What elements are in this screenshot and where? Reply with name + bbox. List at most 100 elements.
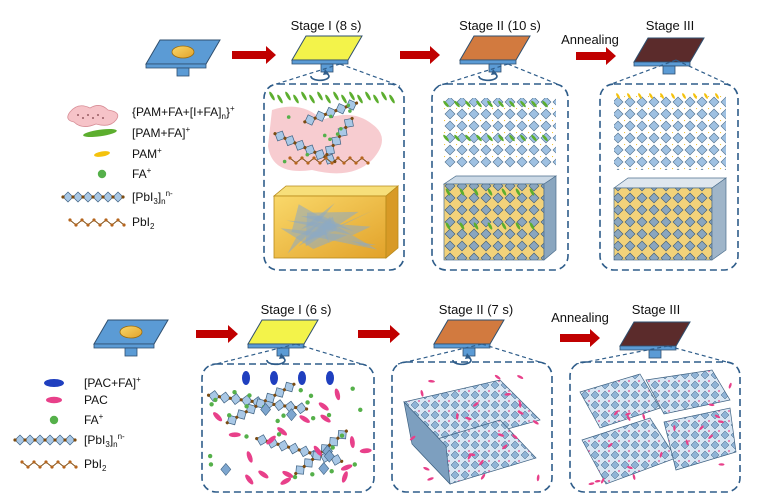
annealing-label-top: Annealing — [561, 32, 619, 47]
legend-label: PbI2 — [84, 457, 107, 473]
substrate-with-droplet-bottom — [93, 319, 169, 357]
pam-leaf — [515, 222, 521, 230]
fa-dot — [244, 434, 249, 439]
pam-leaf — [443, 134, 449, 142]
pac-ellipse — [502, 444, 508, 450]
octahedron — [323, 449, 335, 463]
pac-ellipse — [282, 470, 294, 478]
fa-dot — [339, 126, 343, 131]
fa-dot — [213, 397, 218, 403]
pac-ellipse — [626, 466, 633, 469]
spin-icon-bottom-1 — [266, 353, 286, 366]
stage-label-top-1: Stage I (8 s) — [291, 18, 362, 33]
pac-ellipse — [299, 415, 310, 423]
pam-leaf — [529, 188, 535, 196]
stage-label-bottom-3: Stage III — [632, 302, 680, 317]
legend-label: [PbI3]nn- — [84, 432, 125, 449]
fa-dot — [326, 412, 332, 418]
pac-ellipse — [242, 371, 250, 385]
magenta-ellipse-icon — [46, 396, 62, 404]
connector-bottom-1a — [207, 343, 297, 367]
pam-leaf — [277, 94, 283, 104]
connector-bottom-3b — [667, 345, 735, 365]
connector-top-2a — [437, 63, 509, 87]
pac-ellipse — [625, 412, 631, 416]
arrow-top-1 — [232, 46, 276, 64]
fa-dot — [350, 386, 355, 391]
pam-leaf — [309, 94, 315, 104]
legend-item-top-3: FA+ — [97, 166, 152, 181]
fa-dot — [346, 103, 351, 108]
pac-ellipse — [673, 425, 676, 432]
pam-leaf — [349, 91, 355, 101]
pac-ellipse — [728, 382, 732, 389]
panel-bottom-stage3-content — [579, 369, 737, 486]
legend-item-bottom-3: [PbI3]nn- — [13, 432, 125, 449]
pac-ellipse — [632, 474, 636, 480]
pac-ellipse — [594, 479, 601, 483]
yellow-leaf-icon — [94, 151, 110, 157]
pam-leaf — [529, 222, 535, 230]
pac-ellipse — [600, 478, 605, 484]
pac-ellipse — [497, 433, 505, 437]
pac-ellipse — [468, 453, 476, 457]
arrow-bottom-3 — [560, 329, 600, 347]
fa-dot — [208, 462, 214, 467]
pac-ellipse — [213, 412, 223, 422]
pam-leaf — [671, 93, 675, 99]
pac-ellipse — [266, 435, 276, 445]
legend-item-bottom-0: [PAC+FA]+ — [44, 375, 141, 390]
pam-leaf — [542, 134, 548, 142]
pac-ellipse — [428, 379, 435, 383]
green-leaf-icon — [83, 128, 117, 138]
spin-icon-top-1 — [310, 69, 330, 82]
fa-dot — [244, 404, 249, 409]
pac-ellipse — [228, 432, 241, 438]
fa-dot — [329, 114, 333, 119]
pac-ellipse — [473, 402, 479, 407]
fa-dot — [286, 115, 291, 119]
connector-bottom-1b — [295, 343, 369, 367]
pam-leaf — [515, 188, 521, 196]
pam-leaf — [520, 134, 526, 142]
octa-grid — [614, 96, 726, 170]
pam-leaf — [333, 91, 339, 101]
pac-ellipse — [532, 420, 539, 425]
pam-leaf — [682, 93, 686, 99]
pam-leaf — [660, 93, 664, 99]
substrate-with-droplet-top — [145, 39, 221, 77]
pac-ellipse — [708, 403, 715, 407]
film-stage2-top — [459, 35, 531, 73]
pam-leaf — [459, 188, 465, 196]
pac-ellipse — [504, 392, 512, 396]
film-stage3-bottom — [619, 321, 691, 359]
fa-dot — [227, 413, 232, 418]
fa-dot — [275, 418, 280, 424]
pam-leaf — [301, 91, 307, 101]
pam-leaf — [487, 100, 493, 108]
legend-label: [PbI3]nn- — [132, 189, 173, 206]
arrow-bottom-2 — [358, 325, 400, 343]
film-stage1-bottom — [247, 319, 319, 357]
pam-leaf — [443, 100, 449, 108]
pam-leaf — [476, 134, 482, 142]
fa-dot — [329, 469, 334, 474]
legend-label: PbI2 — [132, 215, 155, 231]
arrow-bottom-1 — [196, 325, 238, 343]
pac-ellipse — [277, 427, 287, 436]
octahedra-chain-icon — [61, 191, 125, 203]
pac-ellipse — [717, 420, 724, 423]
connector-top-3a — [605, 59, 677, 87]
pac-ellipse — [270, 371, 278, 385]
fa-dot — [305, 152, 310, 157]
panel-top-stage2 — [431, 83, 569, 271]
pam-leaf — [445, 188, 451, 196]
pac-ellipse — [718, 463, 725, 466]
pam-leaf — [473, 188, 479, 196]
panel-top-stage3 — [599, 83, 739, 271]
fa-dot — [322, 133, 327, 138]
pam-leaf — [357, 94, 363, 104]
legend-item-top-1: [PAM+FA]+ — [83, 125, 190, 140]
pam-leaf — [373, 94, 379, 104]
connector-bottom-3a — [575, 345, 669, 365]
